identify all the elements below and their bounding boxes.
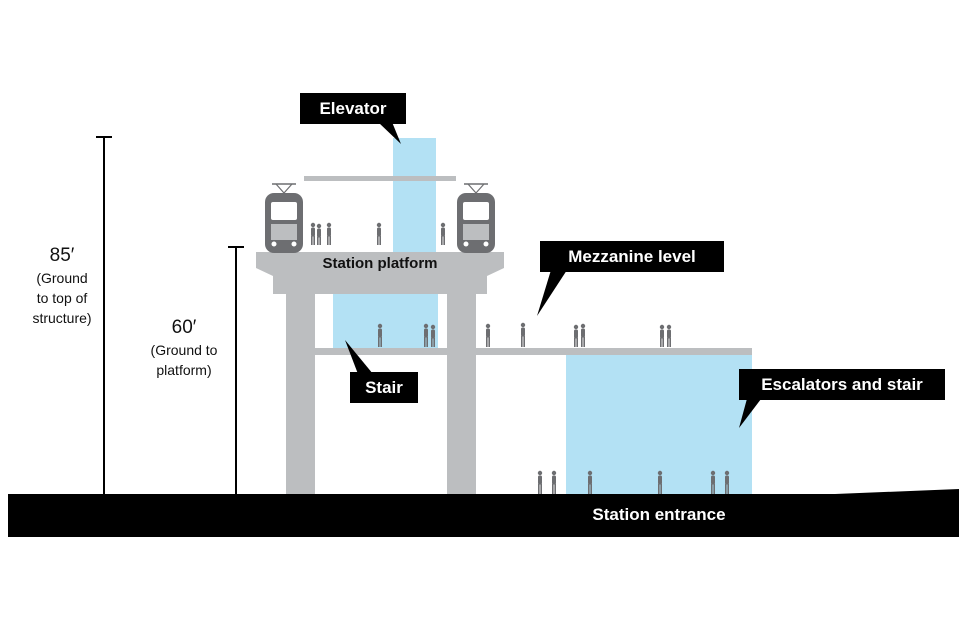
mezzanine-slab-right xyxy=(476,348,752,355)
person-icon xyxy=(573,324,579,347)
dimension-85-desc-line1: (Ground xyxy=(36,270,87,286)
person-icon xyxy=(587,470,593,494)
column-right xyxy=(447,294,476,494)
callout-escalators-and-stair: Escalators and stair xyxy=(739,369,945,428)
person-icon xyxy=(430,324,436,347)
person-icon xyxy=(377,323,383,347)
person-icon xyxy=(310,222,316,245)
person-icon xyxy=(724,470,730,494)
roof-canopy xyxy=(304,176,456,181)
person-icon xyxy=(537,470,543,494)
person-icon xyxy=(316,223,322,245)
station-platform-label: Station platform xyxy=(323,255,438,272)
station-entrance-label: Station entrance xyxy=(592,505,725,524)
dimension-85-value: 85′ xyxy=(50,245,75,266)
callout-elevator: Elevator xyxy=(300,93,406,144)
person-icon xyxy=(485,323,491,347)
svg-text:Escalators and stair: Escalators and stair xyxy=(761,375,923,394)
ground-band xyxy=(8,489,959,537)
station-platform-deck xyxy=(256,252,504,294)
train-left xyxy=(265,183,303,253)
callout-mezzanine-level: Mezzanine level xyxy=(537,241,724,316)
person-icon xyxy=(710,470,716,494)
dimension-60-value: 60′ xyxy=(172,317,197,338)
dimension-85ft xyxy=(96,136,112,494)
dimension-85-desc-line2: to top of xyxy=(37,290,88,306)
person-icon xyxy=(326,222,332,245)
svg-text:Mezzanine level: Mezzanine level xyxy=(568,247,696,266)
escalator-glass xyxy=(566,355,752,494)
svg-text:Stair: Stair xyxy=(365,378,403,397)
dimension-60-desc-line1: (Ground to xyxy=(151,342,218,358)
person-icon xyxy=(423,323,429,347)
person-icon xyxy=(580,323,586,347)
column-left xyxy=(286,294,315,494)
callout-stair: Stair xyxy=(345,340,418,403)
person-icon xyxy=(376,222,382,245)
mezzanine-slab-left xyxy=(315,348,447,355)
people-platform xyxy=(310,222,446,245)
person-icon xyxy=(659,324,665,347)
train-right xyxy=(457,183,495,253)
people-ground xyxy=(537,470,730,494)
dimension-60ft xyxy=(228,246,244,494)
svg-text:Elevator: Elevator xyxy=(319,99,386,118)
stair-glass xyxy=(333,294,438,350)
dimension-60-desc-line2: platform) xyxy=(156,362,211,378)
person-icon xyxy=(520,322,526,347)
elevator-shaft xyxy=(393,138,436,263)
person-icon xyxy=(666,324,672,347)
dimension-85-desc-line3: structure) xyxy=(32,310,91,326)
person-icon xyxy=(551,470,557,494)
people-mezzanine xyxy=(377,322,672,347)
person-icon xyxy=(657,470,663,494)
person-icon xyxy=(440,222,446,245)
